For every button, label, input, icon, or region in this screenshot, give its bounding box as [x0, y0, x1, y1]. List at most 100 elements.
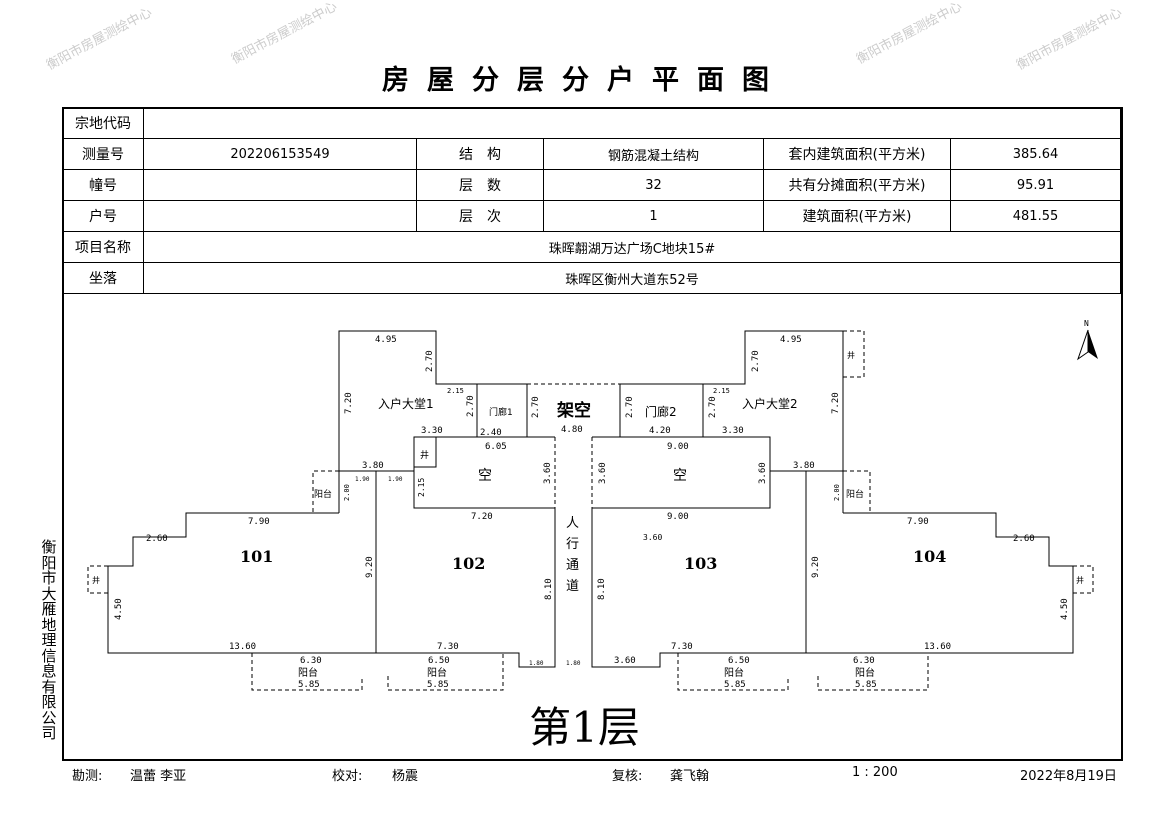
structure-value: 钢筋混凝土结构	[543, 138, 764, 170]
dim: 8.10	[544, 578, 554, 600]
walkway-label: 通	[566, 558, 579, 573]
outline-lobby-right	[620, 330, 844, 471]
dim: 3.60	[543, 462, 553, 484]
date: 2022年8月19日	[1020, 769, 1117, 784]
info-table: 宗地代码 测量号 202206153549 结 构 钢筋混凝土结构 套内建筑面积…	[62, 107, 1121, 294]
room-103: 103	[684, 554, 717, 573]
dim: 6.30	[300, 656, 322, 666]
floor-title: 第1层	[529, 703, 640, 752]
dim: 2.70	[531, 396, 541, 418]
balcony-label: 阳台	[724, 666, 744, 679]
walkway-label: 道	[566, 579, 579, 594]
balcony-outline	[251, 653, 363, 691]
dim: 2.40	[480, 428, 502, 438]
walkway-label: 人	[566, 516, 579, 531]
floors-value: 32	[543, 169, 764, 201]
dim: 3.30	[722, 426, 744, 436]
dim: 6.50	[428, 656, 450, 666]
dim: 3.60	[758, 462, 768, 484]
unit-101-outline	[107, 508, 556, 668]
dim: 9.00	[667, 442, 689, 452]
dim: 4.95	[780, 335, 802, 345]
balcony-label: 阳台	[427, 666, 447, 679]
shaft-outline	[1073, 565, 1094, 594]
dim: 7.30	[437, 642, 459, 652]
dim: 4.20	[649, 426, 671, 436]
balcony-label: 阳台	[314, 488, 332, 500]
reviewer-label: 复核:	[612, 769, 643, 784]
inner-area-value: 385.64	[950, 138, 1121, 170]
dim: 3.80	[362, 461, 384, 471]
porch1-label: 门廊1	[489, 406, 513, 418]
drawing-frame	[62, 107, 1123, 761]
north-arrow-icon	[1077, 329, 1089, 361]
dim: 6.30	[853, 656, 875, 666]
checker-name: 杨震	[392, 769, 419, 784]
void-label: 空	[673, 468, 687, 484]
shaft-label: 井	[1076, 575, 1084, 585]
dim: 8.10	[597, 578, 607, 600]
balcony-outline	[677, 653, 789, 691]
shaft-outline	[843, 330, 865, 378]
dim: 3.80	[793, 461, 815, 471]
north-arrow-icon	[1088, 330, 1098, 359]
dim: 2.15	[713, 387, 730, 395]
dim: 1.90	[355, 476, 370, 483]
company-vertical-text: 衡阳市大雁地理信息有限公司	[41, 538, 57, 742]
dim: 4.95	[375, 335, 397, 345]
dim: 1.90	[388, 476, 403, 483]
dim: 7.20	[831, 392, 841, 414]
dim: 3.60	[643, 533, 662, 542]
lobby1-label: 入户大堂1	[378, 396, 434, 411]
dim: 4.80	[561, 425, 583, 435]
floor-value: 1	[543, 200, 764, 232]
dim: 1.80	[529, 660, 544, 667]
unit-104-outline	[591, 508, 1074, 668]
dim: 9.20	[811, 556, 821, 578]
shaft-box	[413, 436, 437, 468]
reviewer-name: 龚飞翰	[670, 769, 710, 784]
dim: 5.85	[855, 680, 877, 690]
lobby2-label: 入户大堂2	[742, 396, 798, 411]
dim: 1.80	[566, 660, 581, 667]
dim: 7.20	[471, 512, 493, 522]
dim: 9.00	[667, 512, 689, 522]
balcony-outline	[817, 653, 929, 691]
project-label: 项目名称	[62, 231, 144, 263]
dim: 2.60	[146, 534, 168, 544]
balcony-label: 阳台	[298, 666, 318, 679]
dim: 2.60	[1013, 534, 1035, 544]
dim: 2.00	[343, 484, 351, 501]
surveyor-names: 温蕾 李亚	[130, 769, 187, 784]
room-102: 102	[452, 554, 485, 573]
dim: 6.05	[485, 442, 507, 452]
void-block-left	[413, 436, 555, 509]
dim: 3.60	[598, 462, 608, 484]
dim: 13.60	[924, 642, 951, 652]
dim: 6.50	[728, 656, 750, 666]
shared-area-value: 95.91	[950, 169, 1121, 201]
shaft-outline	[87, 565, 108, 594]
location-value: 珠晖区衡州大道东52号	[143, 262, 1121, 294]
dim: 2.70	[466, 395, 476, 417]
shaft-label: 井	[92, 575, 100, 585]
checker-label: 校对:	[332, 769, 363, 784]
dimension-labels: 4.95 2.70 7.20 2.15 2.70 3.30 2.40 2.70 …	[114, 335, 1070, 690]
dim: 13.60	[229, 642, 256, 652]
balcony-label: 阳台	[855, 666, 875, 679]
shaft-label: 井	[847, 350, 855, 360]
dim: 2.70	[625, 396, 635, 418]
void-label: 空	[478, 468, 492, 484]
shaft-label: 井	[420, 449, 429, 461]
porch2-label: 门廊2	[645, 404, 677, 419]
scale: 1 : 200	[852, 765, 898, 780]
dim: 4.50	[1060, 598, 1070, 620]
dim: 2.70	[751, 350, 761, 372]
dim: 2.00	[833, 484, 841, 501]
zongdi-label: 宗地代码	[62, 107, 144, 139]
stilts-label: 架空	[557, 400, 591, 421]
void-block-right	[592, 436, 771, 509]
dim: 2.15	[417, 478, 426, 497]
dim: 4.50	[114, 598, 124, 620]
